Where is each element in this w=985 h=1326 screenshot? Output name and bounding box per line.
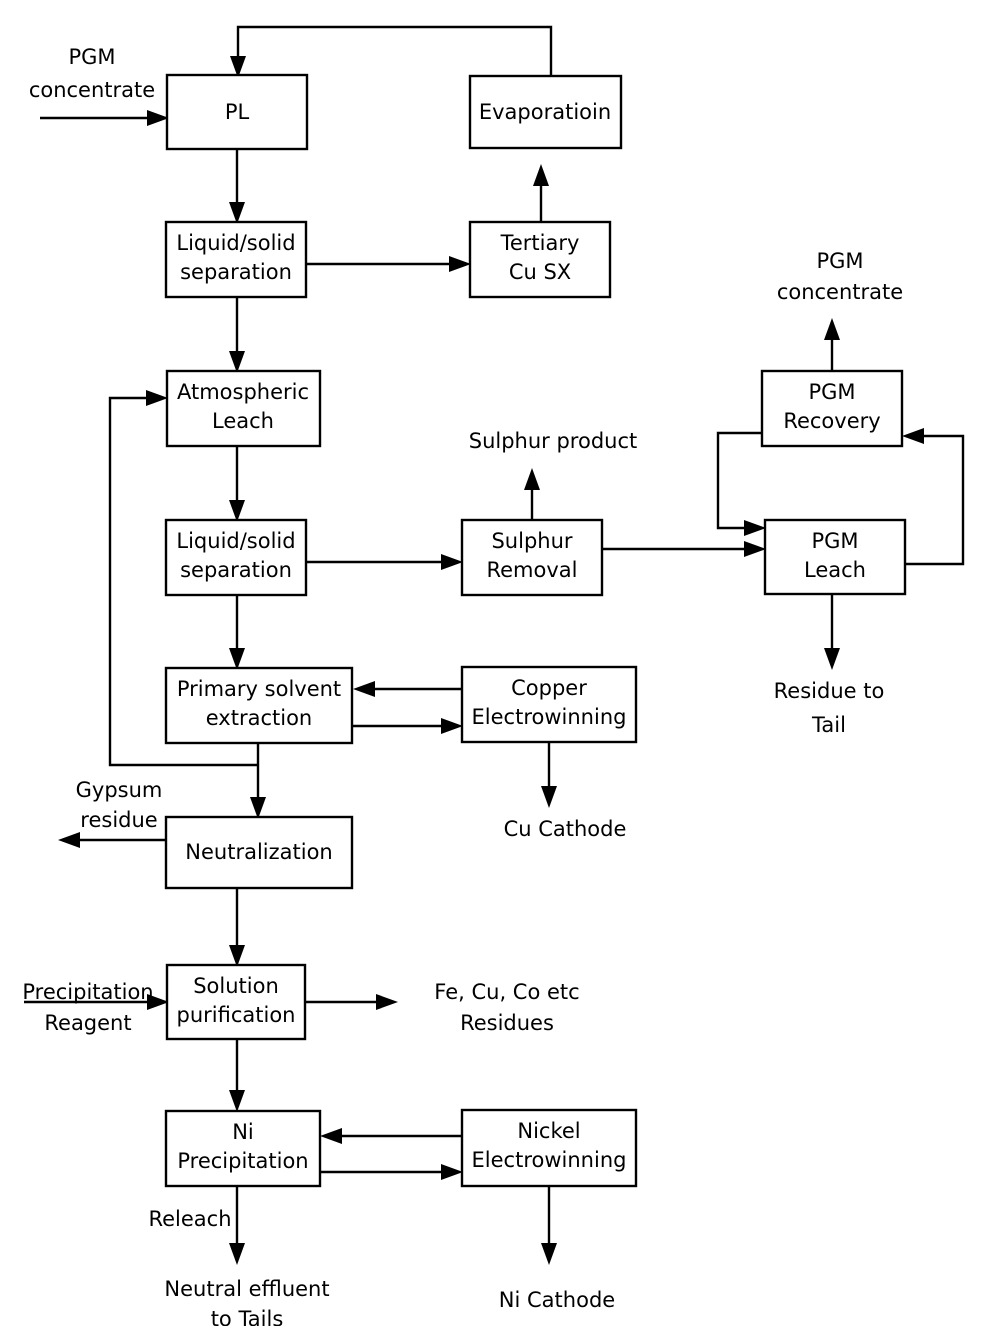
label-gypsum-residue-line1: Gypsum: [76, 778, 163, 802]
label-sulphur-product: Sulphur product: [469, 429, 638, 453]
box-pl-line1: PL: [225, 100, 250, 124]
box-pgmleach-line1: PGM: [811, 529, 858, 553]
connectors: [24, 25, 965, 1265]
arrowhead-primarysx-to-neutralization: [250, 797, 266, 819]
box-pgm-leach[interactable]: [763, 518, 907, 596]
box-liquid-solid-separation-2[interactable]: [164, 518, 308, 597]
edge-primarysx-recycle-to-atmleach: [108, 396, 258, 767]
label-precipitation-reagent-line1: Precipitation: [22, 980, 153, 1004]
box-solpurif-line1: Solution: [193, 974, 279, 998]
box-solpurif-line2: purification: [177, 1003, 296, 1027]
box-pl[interactable]: [165, 73, 309, 151]
label-residue-to-tail-line2: Tail: [811, 713, 846, 737]
arrowhead-solpurif-to-residues: [376, 994, 398, 1010]
box-pgm-recovery[interactable]: [760, 369, 904, 448]
box-niew-line2: Electrowinning: [472, 1148, 627, 1172]
box-sulphurremoval-line1: Sulphur: [491, 529, 572, 553]
box-evaporation-line1: Evaporatioin: [479, 100, 611, 124]
arrowhead-pgmrecovery-to-pgmleach: [744, 520, 766, 536]
box-lss2-line2: separation: [180, 558, 292, 582]
label-neutral-effluent-line2: to Tails: [211, 1307, 284, 1326]
arrowhead-pgmrecovery-to-pgmconcentrate: [824, 318, 840, 340]
arrowhead-atmleach-to-lss2: [229, 500, 245, 522]
box-pgmrecovery-line1: PGM: [808, 380, 855, 404]
arrowhead-cuew-to-cucathode: [541, 786, 557, 808]
label-residue-to-tail-line1: Residue to: [774, 679, 885, 703]
label-neutral-effluent-line1: Neutral effluent: [164, 1277, 329, 1301]
box-atmleach-line2: Leach: [212, 409, 274, 433]
label-fe-cu-co-residues-line1: Fe, Cu, Co etc: [434, 980, 579, 1004]
label-pgm-concentrate-out-line1: PGM: [816, 249, 863, 273]
arrowhead-pl-to-lss1: [229, 202, 245, 224]
arrowhead-sulphurremoval-to-pgmleach: [744, 541, 766, 557]
box-primarysx-line1: Primary solvent: [177, 677, 341, 701]
label-ni-cathode: Ni Cathode: [499, 1288, 615, 1312]
stream-labels: PGM concentrate PGM concentrate Sulphur …: [22, 45, 903, 1326]
label-feed-pgm-concentrate-line2: concentrate: [29, 78, 155, 102]
arrowhead-precipreagent-to-solpurif: [147, 994, 169, 1010]
arrowhead-niprecip-to-effluent: [229, 1243, 245, 1265]
box-neutralization-line1: Neutralization: [185, 840, 332, 864]
arrowhead-solpurif-to-niprecip: [229, 1090, 245, 1112]
box-tertiary-cu-sx[interactable]: [468, 220, 612, 299]
arrowhead-pgmleach-to-pgmrecovery: [902, 428, 924, 444]
box-niprecip-line1: Ni: [232, 1120, 254, 1144]
label-releach: Releach: [148, 1207, 231, 1231]
box-primarysx-line2: extraction: [206, 706, 313, 730]
label-feed-pgm-concentrate-line1: PGM: [68, 45, 115, 69]
arrowhead-sulphurremoval-to-sulphurproduct: [524, 468, 540, 490]
label-gypsum-residue-line2: residue: [80, 808, 157, 832]
box-pgmrecovery-line2: Recovery: [783, 409, 880, 433]
box-atmospheric-leach[interactable]: [165, 369, 322, 448]
box-copper-electrowinning[interactable]: [460, 665, 638, 744]
label-pgm-concentrate-out-line2: concentrate: [777, 280, 903, 304]
arrowhead-neutralization-to-solpurif: [229, 945, 245, 967]
box-primary-solvent-extraction[interactable]: [164, 666, 354, 745]
box-niew-line1: Nickel: [517, 1119, 580, 1143]
label-fe-cu-co-residues-line2: Residues: [460, 1011, 554, 1035]
process-boxes: PL Evaporatioin Liquid/solid separation …: [164, 73, 907, 1188]
box-pgmleach-line2: Leach: [804, 558, 866, 582]
arrowhead-feed-to-pl: [147, 110, 169, 126]
box-cuew-line1: Copper: [511, 676, 587, 700]
arrowhead-evaporation-to-pl: [230, 56, 246, 78]
box-nickel-electrowinning[interactable]: [460, 1108, 638, 1188]
box-lss1-line1: Liquid/solid: [176, 231, 295, 255]
box-evaporation[interactable]: [468, 74, 623, 150]
arrowhead-niprecip-to-niew: [441, 1164, 463, 1180]
arrowhead-pgmleach-to-residue: [824, 648, 840, 670]
box-sulphur-removal[interactable]: [460, 518, 604, 597]
arrowhead-tertiarycusx-to-evaporation: [533, 164, 549, 186]
edge-pgmleach-to-pgmrecovery: [905, 434, 965, 566]
label-precipitation-reagent-line2: Reagent: [44, 1011, 131, 1035]
edge-pgmrecovery-to-pgmleach: [716, 431, 762, 530]
arrowhead-recycle-to-atmleach: [146, 390, 168, 406]
arrowhead-cuew-to-primarysx: [353, 681, 375, 697]
box-solution-purification[interactable]: [165, 963, 307, 1041]
box-sulphurremoval-line2: Removal: [486, 558, 577, 582]
label-cu-cathode: Cu Cathode: [504, 817, 627, 841]
arrowhead-lss2-to-sulphurremoval: [441, 554, 463, 570]
edge-evaporation-to-pl: [236, 25, 553, 76]
box-neutralization[interactable]: [164, 815, 354, 890]
arrowhead-lss2-to-primarysx: [229, 648, 245, 670]
box-tertiarycusx-line1: Tertiary: [500, 231, 580, 255]
box-lss1-line2: separation: [180, 260, 292, 284]
arrowhead-niew-to-nicathode: [541, 1243, 557, 1265]
box-niprecip-line2: Precipitation: [177, 1149, 308, 1173]
box-atmleach-line1: Atmospheric: [177, 380, 309, 404]
box-liquid-solid-separation-1[interactable]: [164, 220, 308, 299]
box-ni-precipitation[interactable]: [164, 1109, 322, 1188]
box-lss2-line1: Liquid/solid: [176, 529, 295, 553]
arrowhead-niew-to-niprecip: [320, 1128, 342, 1144]
arrowhead-lss1-to-tertiarycusx: [449, 256, 471, 272]
box-cuew-line2: Electrowinning: [472, 705, 627, 729]
arrowhead-primarysx-to-cuew: [441, 718, 463, 734]
arrowhead-neutralization-to-gypsum: [58, 832, 80, 848]
arrowhead-lss1-to-atmleach: [229, 351, 245, 373]
box-tertiarycusx-line2: Cu SX: [509, 260, 571, 284]
